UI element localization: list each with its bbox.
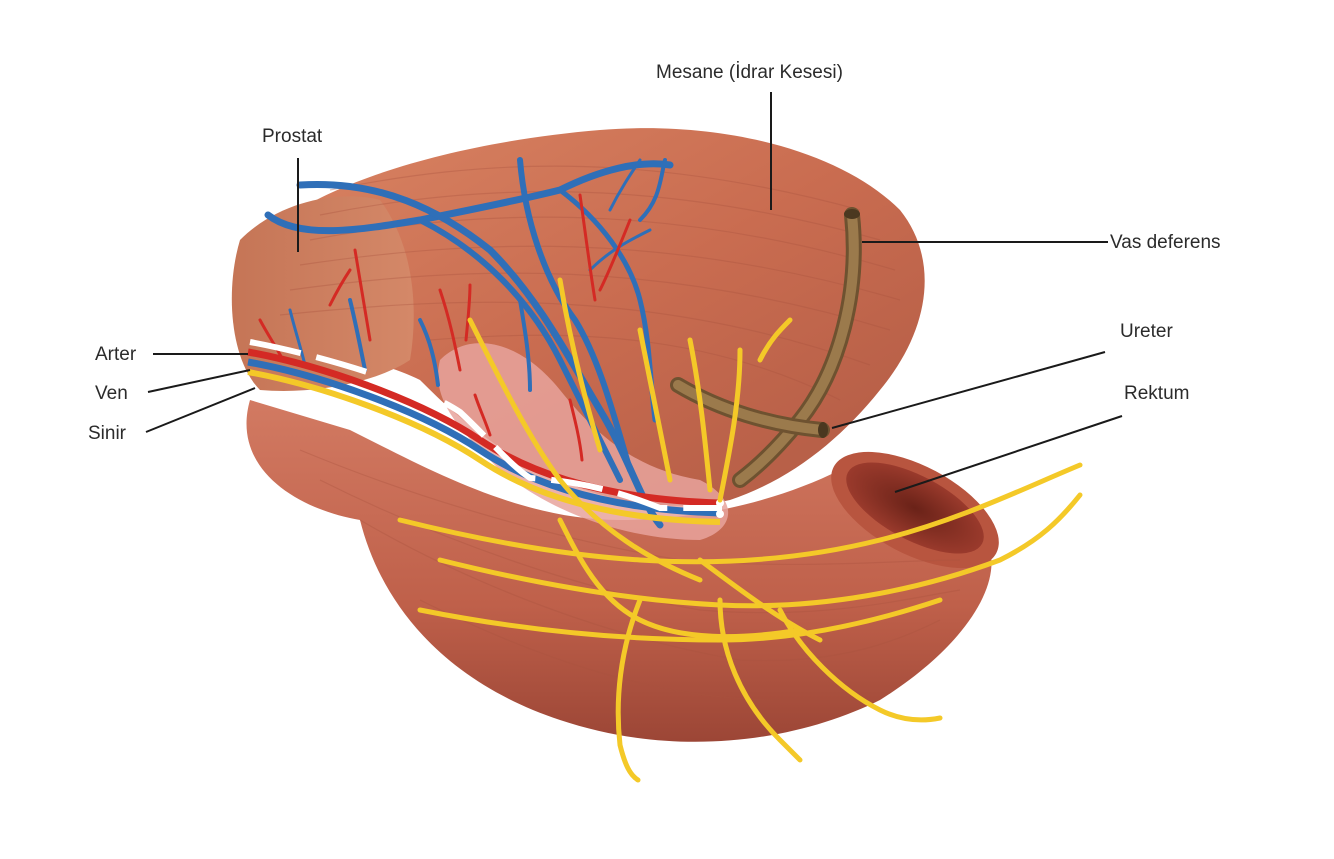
label-ven: Ven xyxy=(95,383,128,404)
rectum-body xyxy=(246,400,992,742)
leader-ven xyxy=(147,369,251,393)
label-rektum: Rektum xyxy=(1124,383,1190,404)
leader-lines xyxy=(145,92,1123,493)
leader-ureter xyxy=(831,351,1106,429)
label-ureter: Ureter xyxy=(1120,321,1173,342)
rectum-lumen xyxy=(846,462,984,554)
veins xyxy=(264,157,674,529)
prostate xyxy=(231,196,414,391)
leader-rektum xyxy=(894,415,1123,493)
label-arter: Arter xyxy=(95,344,137,365)
seminal-vesicle xyxy=(438,343,729,540)
label-mesane: Mesane (İdrar Kesesi) xyxy=(656,62,843,83)
label-vas-deferens: Vas deferens xyxy=(1110,232,1221,253)
muscle-texture xyxy=(279,165,961,701)
label-sinir: Sinir xyxy=(88,423,127,444)
incision-line xyxy=(249,339,722,511)
label-prostat: Prostat xyxy=(262,126,323,147)
nerves xyxy=(397,277,1083,783)
vein-end xyxy=(716,510,724,518)
arteries xyxy=(258,193,632,462)
leader-sinir xyxy=(145,387,256,433)
